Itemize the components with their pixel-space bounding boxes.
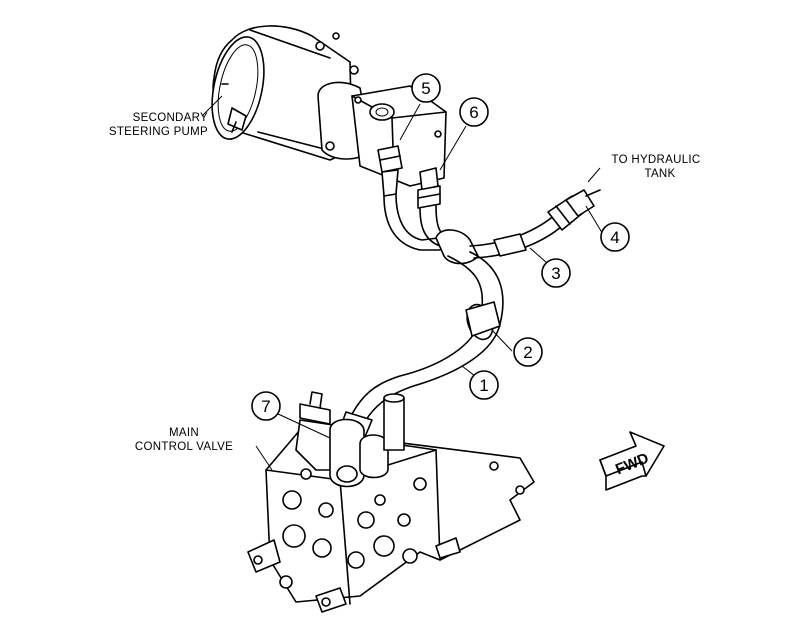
callout-2-number: 2 xyxy=(523,343,532,362)
pump-inlet-fitting xyxy=(417,167,441,209)
secondary-steering-pump xyxy=(211,25,447,187)
secondary-pump-label-line2: STEERING PUMP xyxy=(109,126,208,138)
hose-assembly xyxy=(337,189,601,445)
callout-2: 2 xyxy=(513,337,543,367)
callout-1-number: 1 xyxy=(479,376,488,395)
callout-3: 3 xyxy=(541,258,571,288)
valve-label-line1: MAIN xyxy=(169,427,199,439)
pump-outlet-fitting xyxy=(377,145,403,197)
main-control-valve xyxy=(247,391,535,613)
secondary-pump-label-line1: SECONDARY xyxy=(133,112,208,124)
valve-label-line2: CONTROL VALVE xyxy=(135,441,233,453)
callout-7-number: 7 xyxy=(261,397,270,416)
callout-4-number: 4 xyxy=(610,228,619,247)
fwd-arrow: FWD xyxy=(599,431,665,491)
tank-label-line2: TANK xyxy=(644,168,675,180)
callout-1: 1 xyxy=(469,370,499,400)
callout-4: 4 xyxy=(600,222,630,252)
callout-5: 5 xyxy=(411,73,441,103)
callout-5-number: 5 xyxy=(421,79,430,98)
callout-6-number: 6 xyxy=(469,103,478,122)
callout-7: 7 xyxy=(251,391,281,421)
callout-6: 6 xyxy=(459,97,489,127)
tank-label-line1: TO HYDRAULIC xyxy=(611,154,700,166)
callout-3-number: 3 xyxy=(551,264,560,283)
